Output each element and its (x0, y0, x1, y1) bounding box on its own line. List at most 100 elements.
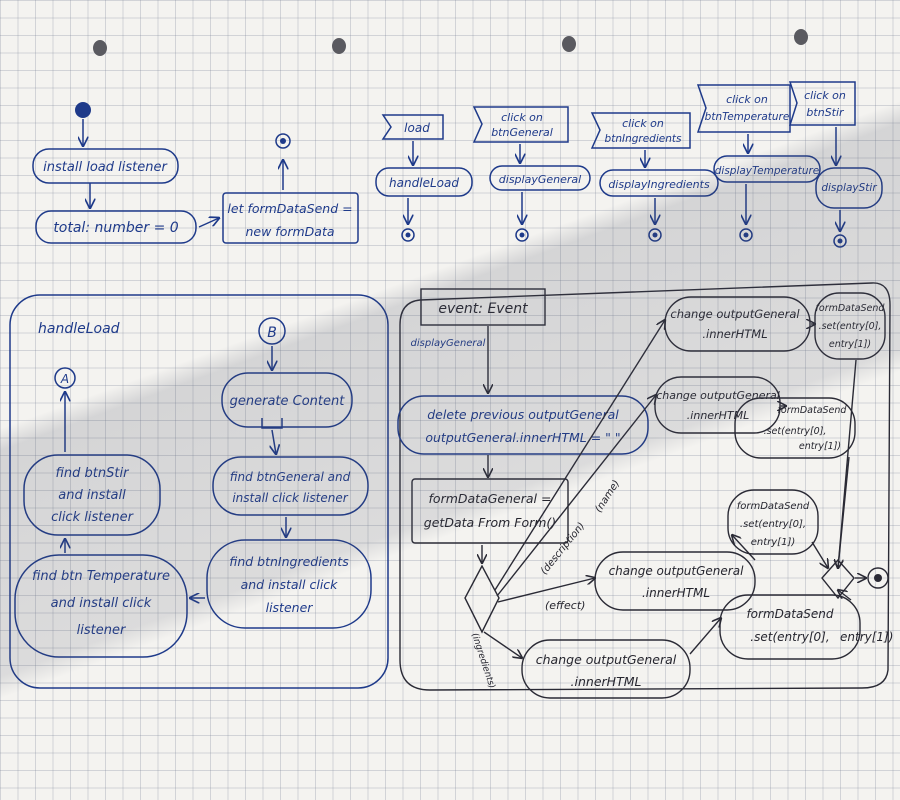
decision-node (464, 564, 500, 634)
signal-general-l1: click on (501, 111, 543, 124)
init-section: install load listener total: number = 0 … (32, 102, 359, 244)
signal-temperature-l1: click on (726, 93, 768, 106)
change-output-1-l1: change outputGeneral (670, 307, 800, 321)
display-general-frame: event: Event displayGeneral delete previ… (397, 282, 893, 699)
form-data-send-3-l3: entry[1]) (751, 537, 796, 548)
display-general-label: displayGeneral (411, 338, 486, 349)
form-data-send-1-l3: entry[1]) (829, 339, 871, 350)
find-stir-action (23, 454, 161, 536)
display-temperature-action (713, 155, 821, 183)
handle-load-frame: handleLoad A find btnStir and install cl… (9, 294, 389, 689)
form-data-send-1-l2: .set(entry[0], (819, 321, 882, 332)
delete-output-l2: outputGeneral.innerHTML = " " (425, 430, 620, 445)
signal-stir-l2: btnStir (806, 106, 845, 119)
get-data-l2: getData From Form() (424, 515, 556, 530)
binder-hole (332, 38, 346, 54)
final-node (648, 228, 662, 242)
final-node-core (743, 232, 749, 238)
display-stir-action (815, 167, 883, 209)
change-output-3 (594, 551, 756, 611)
branch-description (496, 395, 656, 597)
form-data-send-2-l1: formDataSend (778, 405, 848, 416)
find-temperature-l2: and install click (51, 596, 152, 611)
form-data-send-3-l2: .set(entry[0], (740, 519, 806, 530)
total-init-text: total: number = 0 (53, 220, 178, 236)
get-data-action (411, 478, 569, 544)
display-stir-text: displayStir (821, 182, 877, 194)
change-output-2-l1: change outputGeneral (656, 389, 780, 402)
find-ingredients-action (206, 539, 372, 629)
display-general-action (489, 165, 591, 191)
form-data-send-action (222, 192, 359, 244)
signal-stir (788, 81, 856, 126)
event-columns: load handleLoad click on btnGeneral disp… (375, 81, 883, 248)
display-temperature-text: displayTemperature (715, 165, 820, 177)
final-node (867, 567, 889, 589)
connector-a-label: A (60, 372, 69, 386)
flow-arrow (838, 456, 850, 568)
final-node-core (874, 574, 882, 582)
install-load-listener-text: install load listener (43, 160, 168, 175)
find-stir-l1: find btnStir (56, 466, 131, 481)
form-data-send-2-l2: .set(entry[0], (764, 426, 827, 437)
flow-arrow (272, 429, 276, 454)
find-stir-l2: and install (58, 488, 126, 503)
branch-name (494, 320, 665, 591)
signal-temperature-l2: btnTemperature (705, 111, 790, 123)
event-parameter-box (420, 288, 546, 326)
change-output-4-l1: change outputGeneral (536, 652, 677, 667)
change-output-3-l2: .innerHTML (642, 586, 710, 600)
final-node-core (405, 232, 411, 238)
connector-b (258, 317, 286, 345)
change-output-4-l2: .innerHTML (571, 674, 642, 689)
branch-effect (497, 578, 595, 603)
guard-ingredients: (ingredients) (469, 632, 496, 690)
display-general-container (399, 282, 891, 691)
signal-load (381, 114, 444, 140)
final-node (515, 228, 529, 242)
display-ingredients-text: displayIngredients (608, 178, 710, 191)
signal-stir-l1: click on (804, 89, 846, 102)
find-temperature-action (14, 554, 188, 658)
flow-arrow (198, 218, 219, 228)
handle-load-container (9, 294, 389, 689)
find-ingredients-l2: and install click (241, 577, 339, 592)
handle-load-action (375, 167, 473, 197)
final-node (275, 133, 291, 149)
event-parameter-text: event: Event (438, 301, 528, 317)
change-output-4 (521, 639, 691, 699)
binder-hole (562, 36, 576, 52)
find-stir-l3: click listener (51, 510, 135, 525)
form-data-send-2 (734, 397, 856, 459)
form-data-send-3-l1: formDataSend (737, 501, 810, 512)
total-init-action (35, 210, 197, 244)
form-data-line-2: new formData (245, 224, 334, 239)
generate-content-action (221, 372, 353, 428)
change-output-2 (654, 376, 781, 434)
signal-general-l2: btnGeneral (491, 126, 553, 139)
generate-content-text: generate Content (230, 394, 346, 409)
rake-symbol (261, 418, 283, 429)
flow-arrow (838, 590, 852, 601)
branch-ingredients (483, 631, 522, 658)
form-data-send-3 (727, 489, 819, 555)
binder-hole (794, 29, 808, 45)
merge-node (821, 558, 855, 600)
find-general-action (212, 456, 369, 516)
final-node-core (652, 232, 658, 238)
guard-name: (name) (593, 478, 622, 514)
handle-load-text: handleLoad (389, 176, 459, 190)
display-ingredients-action (599, 169, 719, 197)
flow-arrow (811, 541, 828, 568)
handle-load-title: handleLoad (38, 321, 120, 337)
delete-output-action (397, 395, 649, 455)
signal-load-label: load (404, 121, 430, 135)
final-node-core (519, 232, 525, 238)
signal-general (472, 106, 569, 143)
change-output-1-l2: .innerHTML (702, 327, 767, 341)
change-output-1 (664, 296, 811, 352)
form-data-send-1-l1: formDataSend (816, 303, 886, 314)
change-output-3-l1: change outputGeneral (609, 564, 745, 578)
find-temperature-l1: find btn Temperature (32, 569, 170, 584)
